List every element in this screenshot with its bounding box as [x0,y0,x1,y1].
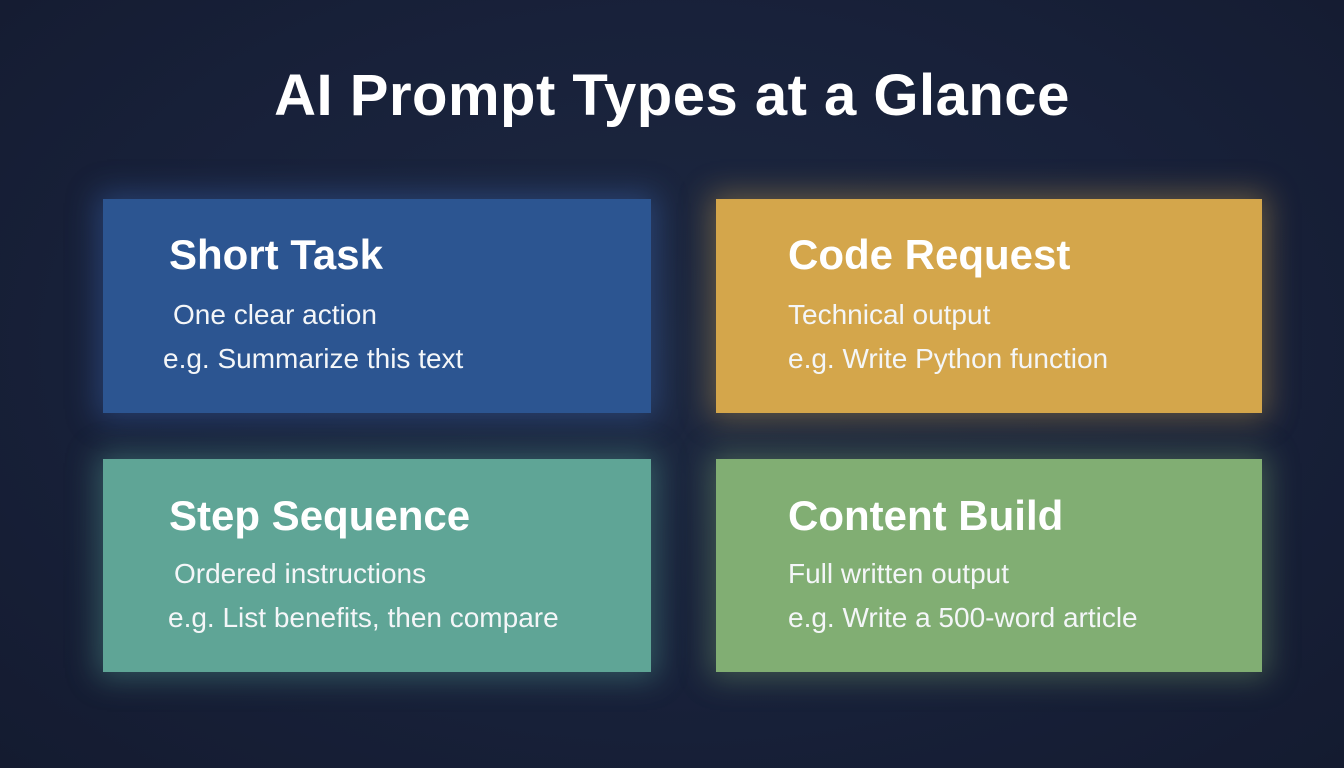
card-code-request: Code Request Technical output e.g. Write… [716,199,1262,413]
card-title: Content Build [788,492,1064,539]
card-example: e.g. Summarize this text [163,343,464,374]
card-description: One clear action [173,299,377,330]
card-short-task: Short Task One clear action e.g. Summari… [103,199,651,413]
card-title: Short Task [169,231,383,278]
card-description: Ordered instructions [174,558,427,589]
card-title: Step Sequence [169,492,471,539]
card-step-sequence: Step Sequence Ordered instructions e.g. … [103,459,651,672]
card-description: Technical output [788,299,991,330]
card-example: e.g. List benefits, then compare [168,602,559,633]
page-title: AI Prompt Types at a Glance [274,63,1070,128]
card-description: Full written output [788,558,1009,589]
card-example: e.g. Write a 500-word article [788,602,1138,633]
card-example: e.g. Write Python function [788,343,1109,374]
card-title: Code Request [788,231,1071,278]
card-content-build: Content Build Full written output e.g. W… [716,459,1262,672]
